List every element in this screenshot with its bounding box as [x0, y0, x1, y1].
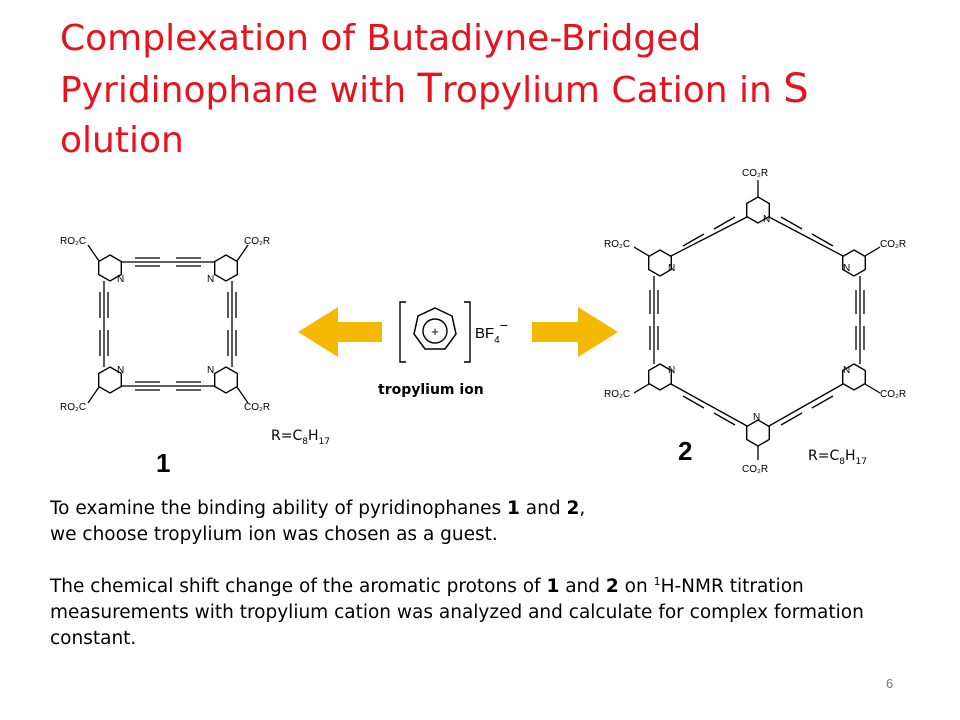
- paragraph-nmr: The chemical shift change of the aromati…: [50, 574, 864, 649]
- nitrogen-label: N: [207, 365, 214, 376]
- reagent-label: tropylium ion: [378, 382, 484, 398]
- tropylium-reagent: + BF4−: [399, 301, 508, 363]
- tropylium-ring: [413, 307, 457, 350]
- reaction-scheme: RO₂C CO₂R RO₂C CO₂R N N N N: [60, 168, 906, 478]
- r-group-label-2: R=C8H17: [808, 448, 867, 467]
- ester-group-label: RO₂C: [60, 402, 86, 413]
- ester-group-label: CO₂R: [244, 236, 270, 247]
- pyridine-ring: [213, 366, 239, 394]
- nitrogen-label: N: [117, 365, 124, 376]
- title-text-3: olution: [60, 120, 184, 161]
- slide-body: To examine the binding ability of pyridi…: [50, 496, 930, 652]
- ester-group-label: CO₂R: [244, 402, 270, 413]
- ester-group-label: CO₂R: [880, 389, 906, 400]
- compound-1-structure: [87, 244, 249, 404]
- title-text-2: ropylium Cation in: [441, 70, 784, 111]
- nitrogen-label: N: [668, 263, 675, 274]
- nitrogen-label: N: [843, 365, 850, 376]
- counter-ion: BF4−: [475, 317, 508, 346]
- pyridine-ring: [213, 254, 239, 282]
- cation-charge: +: [431, 324, 439, 339]
- page-number: 6: [886, 676, 894, 691]
- nitrogen-label: N: [207, 274, 214, 285]
- ester-group-label: RO₂C: [604, 239, 630, 250]
- compound-1-label: 1: [156, 448, 170, 478]
- compound-2-structure: [633, 180, 881, 460]
- ester-group-label: RO₂C: [60, 236, 86, 247]
- ester-group-label: CO₂R: [742, 168, 768, 179]
- ester-group-label: CO₂R: [742, 464, 768, 475]
- title-letter-t: T: [417, 66, 442, 112]
- arrow-left-icon: [298, 307, 382, 357]
- pyridine-ring: [746, 419, 770, 447]
- paragraph-binding-line2: we choose tropylium ion was chosen as a …: [50, 524, 498, 545]
- slide-title: Complexation of Butadiyne-Bridged Pyridi…: [60, 14, 920, 166]
- nitrogen-label: N: [753, 412, 760, 423]
- compound-2-label: 2: [678, 436, 692, 466]
- title-text-1: Complexation of Butadiyne-Bridged Pyridi…: [60, 18, 702, 111]
- r-group-label-1: R=C8H17: [271, 428, 330, 447]
- ester-group-label: CO₂R: [880, 239, 906, 250]
- arrow-right-icon: [532, 307, 618, 357]
- nitrogen-label: N: [668, 365, 675, 376]
- nitrogen-label: N: [843, 263, 850, 274]
- nitrogen-label: N: [117, 274, 124, 285]
- paragraph-binding: To examine the binding ability of pyridi…: [50, 498, 586, 519]
- ester-group-label: RO₂C: [604, 389, 630, 400]
- nitrogen-label: N: [763, 214, 770, 225]
- title-letter-s: S: [783, 66, 809, 112]
